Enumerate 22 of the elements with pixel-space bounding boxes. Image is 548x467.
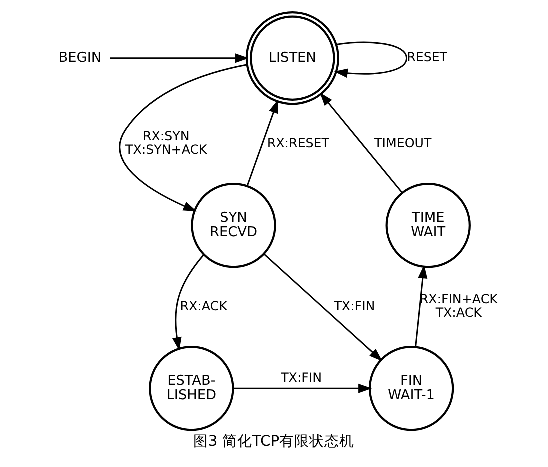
edge-label: TIMEOUT [374,135,432,150]
edge-label: RESET [407,50,448,65]
edge-label: TX:FIN [334,298,376,314]
arrow [334,42,408,78]
edge-label: RX:FIN+ACK TX:ACK [420,292,498,320]
node-circle: SYN RECVD [191,183,276,268]
arrow [110,54,249,64]
edge-label: RX:ACK [180,298,228,314]
node-text: BEGIN [58,50,102,66]
arrow [172,254,205,351]
arrow [234,384,372,394]
arrow [320,92,403,194]
arrow [119,64,248,212]
arrow [246,100,278,186]
edge-label: RX:RESET [267,135,330,150]
edge-label: RX:SYN TX:SYN+ACK [126,128,208,158]
node-circle: TIME WAIT [386,183,471,268]
caption: 图3 简化TCP有限状态机 [193,433,355,450]
node-circle: ESTAB- LISHED [149,346,234,432]
arrow [264,254,383,362]
arrow [415,265,428,348]
edge-label: TX:FIN [281,370,322,385]
